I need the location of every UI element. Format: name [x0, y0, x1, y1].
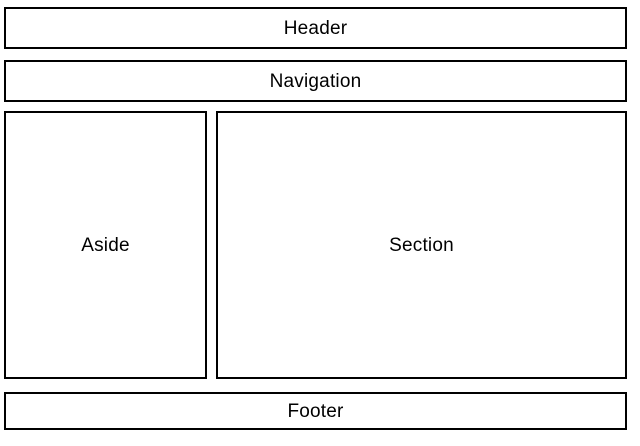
footer-region: Footer [4, 392, 627, 430]
aside-region: Aside [4, 111, 207, 379]
header-region: Header [4, 7, 627, 49]
navigation-region-label: Navigation [269, 70, 362, 92]
header-region-label: Header [283, 17, 348, 39]
navigation-region: Navigation [4, 60, 627, 102]
section-region: Section [216, 111, 627, 379]
aside-region-label: Aside [81, 234, 130, 256]
footer-region-label: Footer [287, 400, 344, 422]
section-region-label: Section [389, 234, 454, 256]
